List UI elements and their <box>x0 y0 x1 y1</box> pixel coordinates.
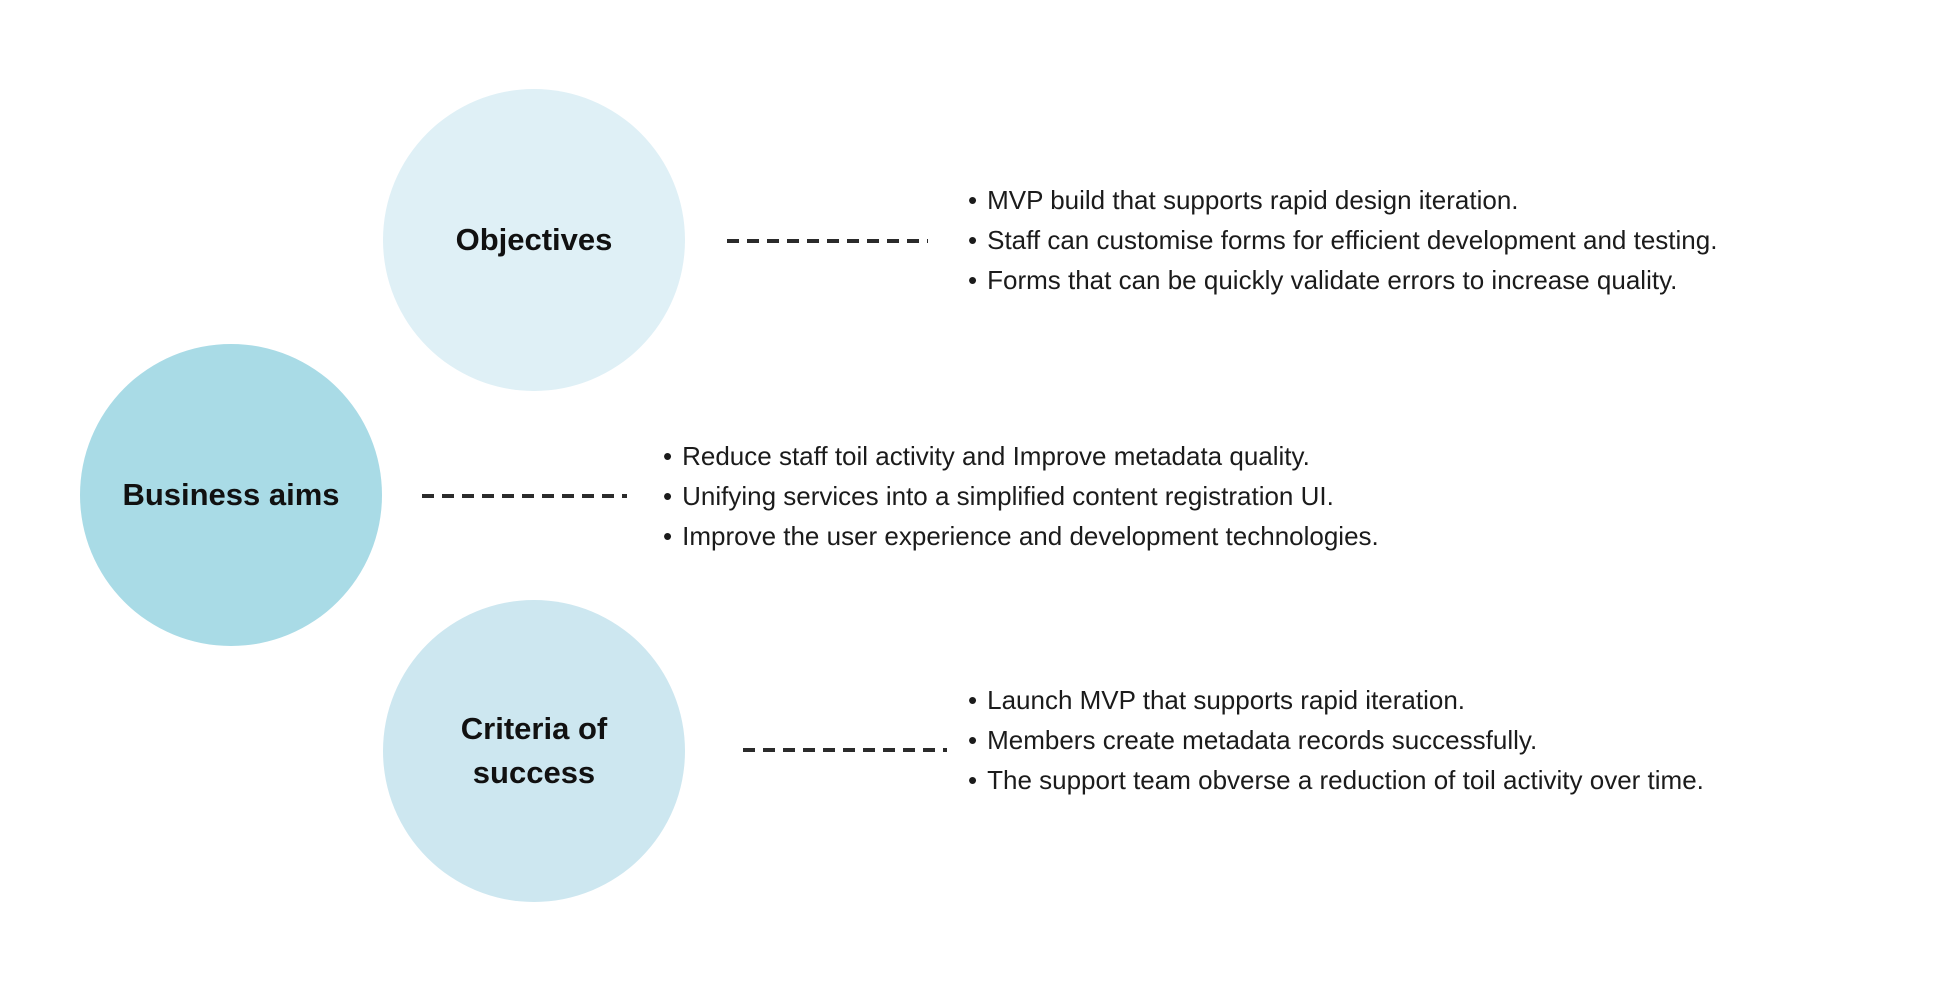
bullet-marker: • <box>663 481 673 511</box>
bullet-marker: • <box>968 765 978 795</box>
criteria-bullet-item: • Members create metadata records success… <box>968 720 1704 760</box>
business-aims-connector-line <box>422 494 627 498</box>
business-aims-circle: Business aims <box>80 344 382 646</box>
objectives-bullet-item: • MVP build that supports rapid design it… <box>968 180 1717 220</box>
objectives-connector-line <box>727 239 928 243</box>
objectives-bullet-list: • MVP build that supports rapid design it… <box>968 180 1717 300</box>
bullet-marker: • <box>968 265 978 295</box>
bullet-marker: • <box>968 225 978 255</box>
bullet-marker: • <box>968 185 978 215</box>
bullet-text: Unifying services into a simplified cont… <box>682 481 1334 511</box>
bullet-text: Staff can customise forms for efficient … <box>987 225 1718 255</box>
criteria-of-success-title: Criteria of success <box>460 711 608 790</box>
criteria-of-success-bullet-list: • Launch MVP that supports rapid iteratio… <box>968 680 1704 800</box>
criteria-of-success-connector-line <box>743 748 947 752</box>
bullet-text: The support team obverse a reduction of … <box>987 765 1704 795</box>
bullet-marker: • <box>968 685 978 715</box>
business-aims-bullet-list: • Reduce staff toil activity and Improve … <box>663 436 1379 556</box>
objectives-bullet-item: • Staff can customise forms for efficient… <box>968 220 1717 260</box>
bullet-text: Reduce staff toil activity and Improve m… <box>682 441 1310 471</box>
criteria-of-success-circle: Criteria of success <box>383 600 685 902</box>
objectives-title: Objectives <box>455 222 613 257</box>
bullet-text: Forms that can be quickly validate error… <box>987 265 1678 295</box>
business-aims-title: Business aims <box>122 477 340 512</box>
bullet-text: Members create metadata records successf… <box>987 725 1538 755</box>
bullet-marker: • <box>968 725 978 755</box>
criteria-bullet-item: • The support team obverse a reduction of… <box>968 760 1704 800</box>
bullet-text: Improve the user experience and developm… <box>682 521 1379 551</box>
bullet-marker: • <box>663 521 673 551</box>
business-aims-bullet-item: • Improve the user experience and develop… <box>663 516 1379 556</box>
bullet-text: MVP build that supports rapid design ite… <box>987 185 1519 215</box>
objectives-circle: Objectives <box>383 89 685 391</box>
criteria-bullet-item: • Launch MVP that supports rapid iteratio… <box>968 680 1704 720</box>
objectives-bullet-item: • Forms that can be quickly validate erro… <box>968 260 1717 300</box>
bullet-text: Launch MVP that supports rapid iteration… <box>987 685 1466 715</box>
business-aims-bullet-item: • Unifying services into a simplified con… <box>663 476 1379 516</box>
bullet-marker: • <box>663 441 673 471</box>
business-aims-bullet-item: • Reduce staff toil activity and Improve … <box>663 436 1379 476</box>
